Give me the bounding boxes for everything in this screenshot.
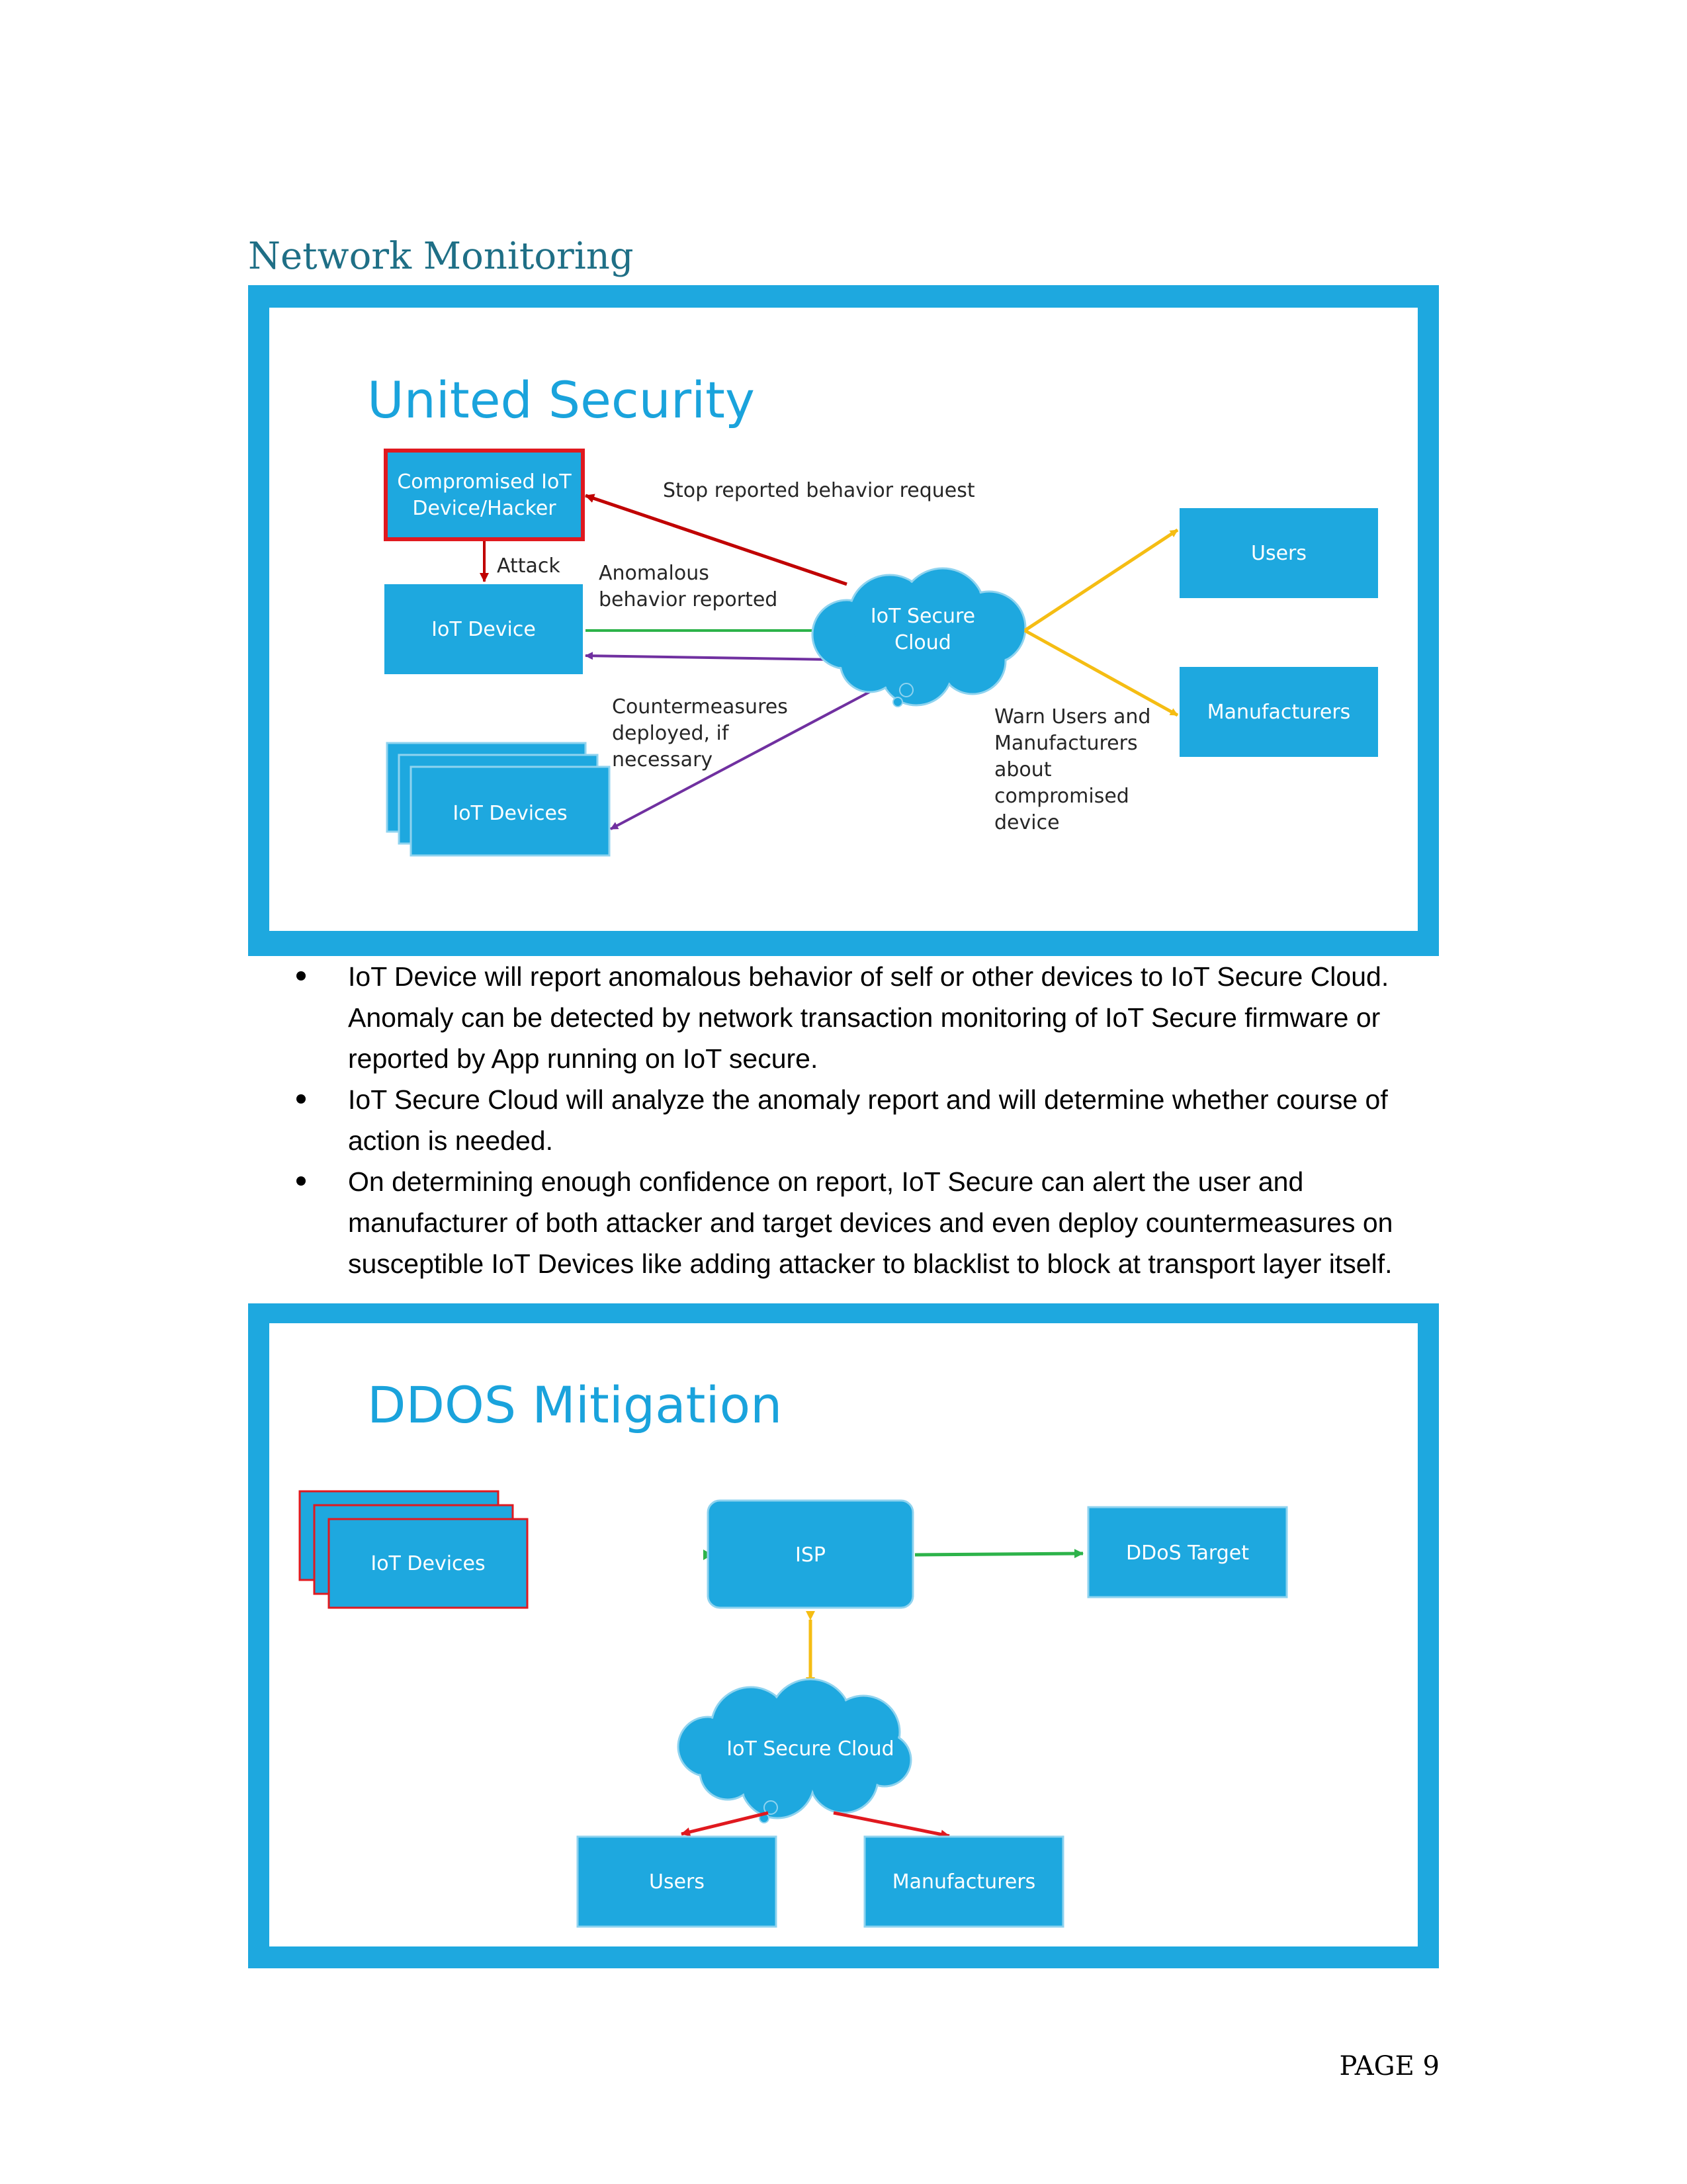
warn-manufacturers-arrow — [1023, 629, 1179, 717]
figure-title: DDOS Mitigation — [367, 1376, 782, 1434]
warn-label-line5: device — [994, 811, 1060, 834]
page-number: PAGE 9 — [1339, 2051, 1440, 2081]
isp-box: ISP — [707, 1499, 914, 1609]
manufacturers-box: Manufacturers — [1180, 667, 1378, 757]
bullet-dot — [296, 1094, 306, 1104]
countermeasures-label-line2: deployed, if — [612, 722, 730, 745]
stop-request-label: Stop reported behavior request — [663, 479, 975, 502]
bullet-dot — [296, 1176, 306, 1186]
warn-label-line4: compromised — [994, 785, 1129, 808]
ddos-manufacturers-box: Manufacturers — [863, 1835, 1064, 1928]
isp-label: ISP — [795, 1544, 826, 1567]
ddos-mitigation-diagram: DDOS Mitigation IoT Devices ISP DDoS Tar… — [298, 1376, 1288, 1928]
stop-request-arrow — [585, 494, 847, 586]
compromised-device-label-line2: Device/Hacker — [412, 497, 556, 520]
isp-to-target-arrow — [914, 1549, 1084, 1559]
cloud-to-manufacturers-arrow — [833, 1811, 950, 1839]
iot-devices-stack: IoT Devices — [386, 742, 611, 857]
ddos-users-label: Users — [649, 1870, 705, 1894]
ddos-mitigation-figure: DDOS Mitigation IoT Devices ISP DDoS Tar… — [248, 1303, 1439, 1968]
ddos-users-box: Users — [576, 1835, 777, 1928]
anomalous-label-line1: Anomalous — [599, 562, 709, 585]
manufacturers-label: Manufacturers — [1207, 701, 1351, 724]
ddos-target-box: DDoS Target — [1087, 1506, 1288, 1598]
bullet-list: IoT Device will report anomalous behavio… — [291, 956, 1455, 1284]
warn-label-line2: Manufacturers — [994, 732, 1138, 755]
attack-label: Attack — [497, 554, 560, 578]
bullet-item: IoT Secure Cloud will analyze the anomal… — [291, 1079, 1455, 1161]
warn-label-line1: Warn Users and — [994, 705, 1150, 728]
bullet-text: IoT Device will report anomalous behavio… — [348, 961, 1389, 1074]
cloud-to-users-arrow — [681, 1811, 769, 1837]
ddos-manufacturers-label: Manufacturers — [892, 1870, 1036, 1894]
ddos-iot-devices-stack: IoT Devices — [298, 1490, 529, 1609]
iot-device-box: IoT Device — [384, 584, 583, 674]
ddos-cloud-label: IoT Secure Cloud — [726, 1737, 894, 1761]
compromised-device-box: Compromised IoT Device/Hacker — [384, 449, 585, 541]
bullet-item: IoT Device will report anomalous behavio… — [291, 956, 1455, 1079]
compromised-device-label-line1: Compromised IoT — [397, 470, 572, 494]
bullet-dot — [296, 971, 306, 981]
figure-title: United Security — [367, 371, 755, 429]
ddos-iot-devices-label: IoT Devices — [370, 1552, 485, 1575]
united-security-figure: United Security Compromised IoT Device/H… — [248, 285, 1439, 956]
anomalous-label-line2: behavior reported — [599, 588, 777, 611]
cloud-label-line2: Cloud — [894, 631, 951, 654]
ddos-iot-secure-cloud: IoT Secure Cloud — [677, 1678, 912, 1823]
iot-secure-cloud: IoT Secure Cloud — [811, 567, 1027, 707]
iot-device-label: IoT Device — [431, 618, 536, 641]
cloud-label-line1: IoT Secure — [871, 605, 975, 628]
users-box: Users — [1180, 508, 1378, 598]
bullet-text: IoT Secure Cloud will analyze the anomal… — [348, 1084, 1388, 1156]
section-heading: Network Monitoring — [248, 235, 634, 278]
users-label: Users — [1251, 542, 1307, 565]
countermeasures-label-line1: Countermeasures — [612, 695, 788, 719]
countermeasure-arrow-devices — [610, 678, 894, 830]
united-security-diagram: United Security Compromised IoT Device/H… — [367, 371, 1378, 857]
warn-users-arrow — [1023, 528, 1179, 633]
bullet-text: On determining enough confidence on repo… — [348, 1166, 1393, 1279]
countermeasure-arrow-device — [585, 652, 834, 661]
ddos-target-label: DDoS Target — [1126, 1542, 1249, 1565]
iot-devices-label: IoT Devices — [453, 802, 567, 825]
countermeasures-label-line3: necessary — [612, 748, 713, 771]
bullet-item: On determining enough confidence on repo… — [291, 1161, 1455, 1284]
warn-label-line3: about — [994, 758, 1052, 781]
